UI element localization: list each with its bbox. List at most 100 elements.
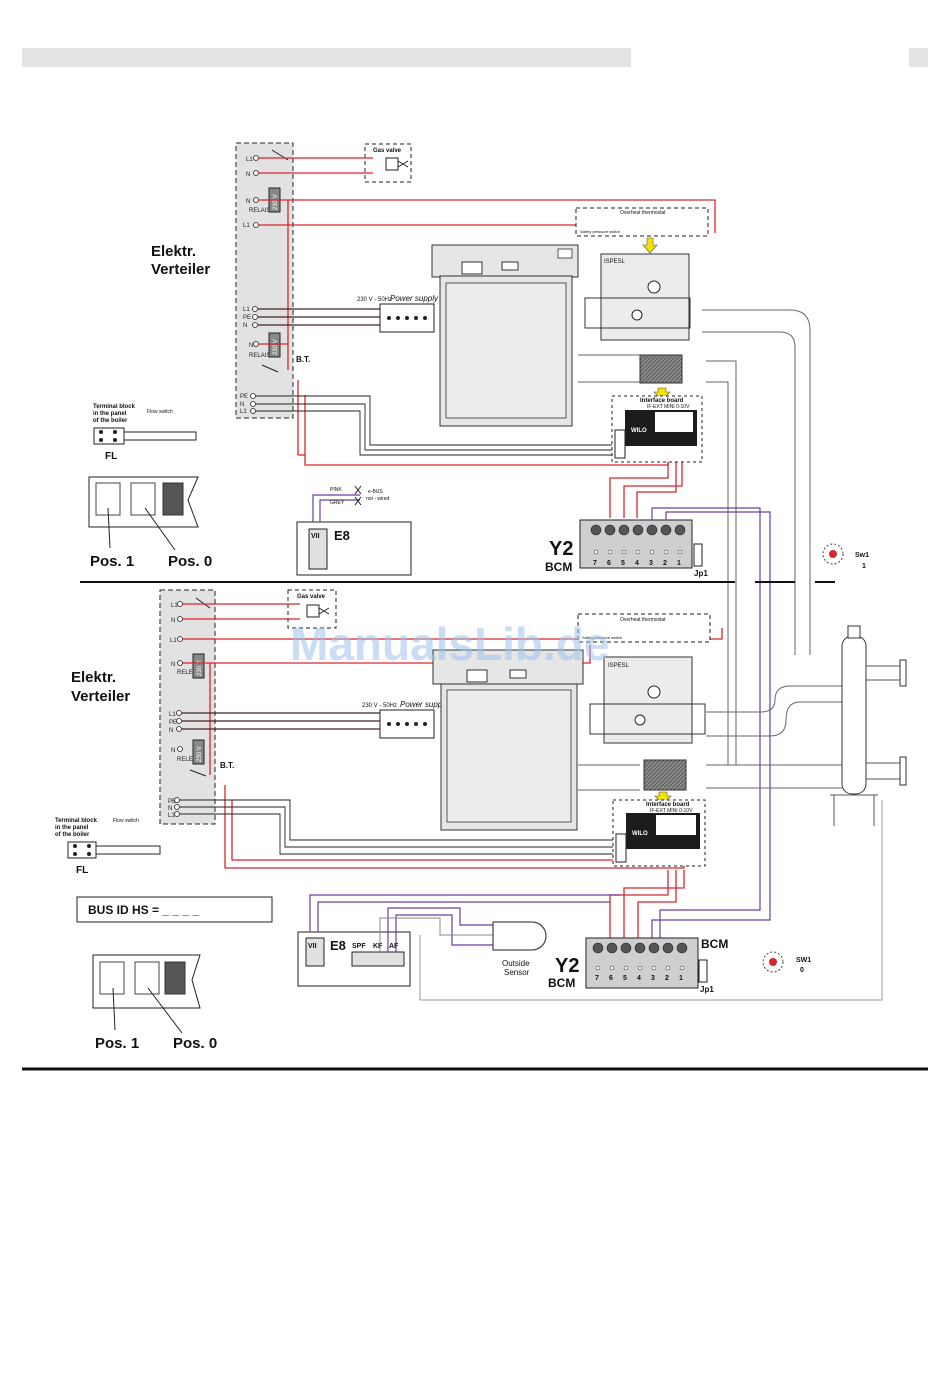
lower-e8-term-vii: VII	[308, 943, 317, 950]
upper-bt-switch	[261, 364, 279, 373]
upper-n3-label: N	[240, 402, 244, 408]
upper-terminal-block-3: of the boiler	[93, 418, 128, 424]
lower-n-label: N	[171, 618, 175, 624]
lower-relay-label: RELE	[177, 670, 193, 676]
lower-relay-1	[192, 653, 205, 679]
lower-verteiler-title-1: Elektr.	[71, 669, 116, 686]
upper-power-supply: Power supply	[390, 294, 439, 303]
upper-pipes	[578, 309, 811, 765]
lower-e8-term-spf: SPF	[352, 943, 366, 950]
lower-pipes	[578, 685, 842, 791]
lower-nd-label: N	[171, 748, 175, 754]
outside-sensor-label-1: Outside	[502, 959, 530, 968]
upper-term-6: 6	[607, 560, 611, 567]
upper-term-3: 3	[649, 560, 653, 567]
lower-l13-label: L1	[168, 813, 175, 819]
lower-jp1-label: Jp1	[700, 985, 714, 994]
upper-ebus-sub: not - wired	[366, 496, 390, 502]
upper-overheat-box	[575, 207, 709, 237]
lower-flow-switch-label: Flow switch	[113, 818, 139, 824]
lower-l1c-label: L1	[169, 712, 176, 718]
upper-e8-label: E8	[334, 528, 350, 543]
upper-term-2: 2	[663, 560, 667, 567]
upper-l1-label: L1	[246, 157, 253, 163]
lower-fl-label: FL	[76, 865, 88, 876]
upper-gas-valve-box	[364, 143, 412, 183]
lower-gas-valve-label: Gas valve	[297, 594, 326, 600]
upper-pos1-label: Pos. 1	[90, 553, 134, 570]
header-page-box	[909, 48, 928, 67]
watermark: ManualsLib.de	[290, 618, 609, 670]
lower-terminal-block-1: Terminal block	[55, 818, 98, 824]
lower-term-3: 3	[651, 975, 655, 982]
lower-relay2-label: RELE	[177, 757, 193, 763]
lower-e8-term-kf: KF	[373, 943, 383, 950]
upper-term-4: 4	[635, 560, 639, 567]
lower-relay-1-voltage: 230 V	[197, 660, 203, 676]
upper-terminal-block-1: Terminal block	[93, 404, 136, 410]
lower-verteiler-panel	[159, 589, 216, 825]
upper-boiler	[431, 244, 579, 427]
upper-l13-label: L1	[240, 409, 247, 415]
lower-bt-label: B.T.	[220, 761, 234, 770]
lower-power-supply: Power supply	[400, 700, 449, 709]
lower-nb-label: N	[171, 662, 175, 668]
hydraulic-separator	[830, 625, 907, 826]
lower-bcm-right-label: BCM	[701, 937, 728, 951]
upper-pe2-label: PE	[240, 394, 248, 400]
upper-e8-terminal: VII	[311, 533, 320, 540]
upper-n2-label: N	[246, 199, 250, 205]
upper-terminal-block-2: in the panel	[93, 411, 127, 417]
lower-y2-label: Y2	[555, 955, 579, 977]
lower-term-1: 1	[679, 975, 683, 982]
upper-power-voltage: 230 V - 50Hz	[357, 297, 392, 303]
upper-ebus-label: e-BUS	[368, 489, 383, 495]
upper-interface-label: Interface board	[640, 398, 684, 404]
lower-term-6: 6	[609, 975, 613, 982]
upper-sw1-label: Sw1	[855, 552, 869, 559]
lower-pe-label: PE	[169, 720, 177, 726]
lower-bcm-label: BCM	[548, 976, 575, 990]
lower-terminal-block-3: of the boiler	[55, 832, 90, 838]
upper-gas-valve-label: Gas valve	[373, 148, 402, 154]
lower-nc-label: N	[169, 728, 173, 734]
upper-pink-label: PINK	[330, 487, 342, 493]
lower-terminal-block	[67, 841, 97, 859]
upper-term-7: 7	[593, 560, 597, 567]
lower-overheat-box	[577, 613, 711, 643]
lower-l1-label: L1	[171, 603, 178, 609]
upper-wilo-label: WILO	[631, 428, 647, 434]
lower-terminal-block-2: in the panel	[55, 825, 89, 831]
bus-id-box	[76, 896, 273, 923]
upper-bt-label: B.T.	[296, 355, 310, 364]
upper-pe-label: PE	[243, 315, 251, 321]
upper-nd-label: N	[249, 343, 253, 349]
lower-e8-term-af: AF	[389, 943, 399, 950]
upper-relay-1-voltage: 230 V	[273, 194, 279, 210]
outside-sensor-label-2: Sensor	[504, 968, 530, 977]
upper-relay-label: RELAIS	[249, 208, 270, 214]
upper-verteiler-title-1: Elektr.	[151, 243, 196, 260]
upper-ispesl-box	[600, 253, 690, 341]
upper-bcm-label: BCM	[545, 560, 572, 574]
lower-term-2: 2	[665, 975, 669, 982]
lower-sw1-value: 0	[800, 967, 804, 974]
upper-terminal-block	[93, 427, 125, 445]
upper-flow-switch-label: Flow switch	[147, 409, 173, 415]
upper-overheat-label: Overheat thermostat	[620, 210, 666, 216]
lower-term-5: 5	[623, 975, 627, 982]
upper-relay-2-voltage: 230 V	[273, 339, 279, 355]
upper-interface-sub: IF-EXT MINI 0-10V	[647, 404, 690, 410]
lower-l1b-label: L1	[170, 638, 177, 644]
upper-jp1-label: Jp1	[694, 569, 708, 578]
upper-n-label: N	[246, 172, 250, 178]
upper-relay2-label: RELAIS	[249, 353, 270, 359]
lower-purple-wires	[309, 894, 620, 952]
upper-l1b-label: L1	[243, 223, 250, 229]
upper-safety-label: Safety pressure switch	[580, 229, 620, 234]
lower-ispesl-box	[603, 656, 693, 744]
upper-term-5: 5	[621, 560, 625, 567]
lower-gas-valve-box	[287, 589, 337, 629]
upper-nc-label: N	[243, 323, 247, 329]
